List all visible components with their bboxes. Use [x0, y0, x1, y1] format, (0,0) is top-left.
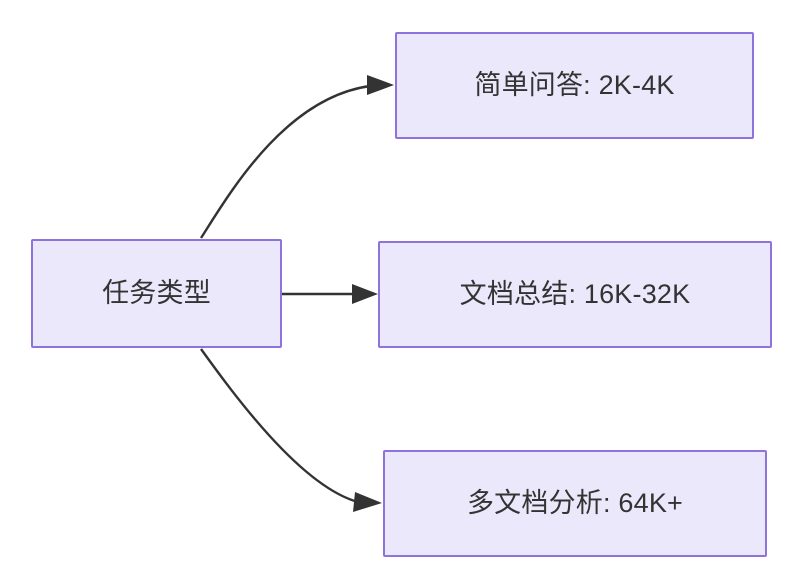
- node-label-doc-summary: 文档总结: 16K-32K: [459, 279, 691, 310]
- node-doc-summary[interactable]: 文档总结: 16K-32K: [378, 241, 772, 348]
- node-multi-doc[interactable]: 多文档分析: 64K+: [383, 450, 767, 557]
- node-task-type[interactable]: 任务类型: [31, 239, 282, 348]
- arrow-right-icon-doc-summary: [352, 284, 378, 304]
- node-simple-qa[interactable]: 简单问答: 2K-4K: [395, 32, 754, 139]
- node-label-simple-qa: 简单问答: 2K-4K: [474, 70, 675, 101]
- node-label-task-type: 任务类型: [102, 278, 211, 309]
- arrow-right-icon-multi-doc: [353, 492, 382, 512]
- edge-source-to-simple-qa: [199, 84, 371, 239]
- node-label-multi-doc: 多文档分析: 64K+: [466, 488, 683, 519]
- arrow-right-icon-simple-qa: [367, 75, 394, 95]
- edge-source-to-multi-doc: [200, 348, 359, 504]
